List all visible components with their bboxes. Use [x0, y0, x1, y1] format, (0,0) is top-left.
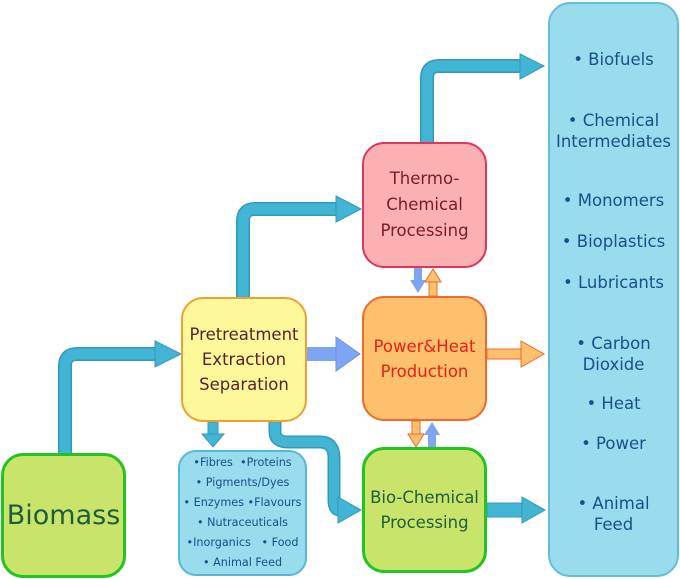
arrow-thermo-to-products	[420, 53, 546, 143]
product-line: • Bioplastics	[561, 232, 666, 251]
arrow-pretreatment-to-thermo	[236, 195, 363, 298]
product-line: • Heat	[586, 394, 641, 413]
coproducts-node: •Fibres •Proteins • Pigments/Dyes • Enzy…	[178, 450, 307, 576]
thermo-line: Chemical	[386, 195, 463, 214]
arrow-pretreatment-to-biochem	[268, 422, 363, 524]
products-node: • Biofuels • Chemical Intermediates • Mo…	[548, 2, 679, 577]
power-line: Production	[380, 361, 469, 381]
product-item: • Animal Feed	[550, 493, 677, 535]
product-line: • Power	[581, 434, 646, 453]
thermo-line: Processing	[380, 221, 469, 240]
coproduct-row: •Inorganics • Food	[186, 536, 299, 549]
pretreatment-line: Extraction	[201, 350, 287, 369]
arrow-power-to-thermo	[424, 268, 442, 297]
arrow-thermo-to-power	[410, 268, 426, 293]
product-line: Dioxide	[582, 355, 645, 374]
thermo-line: Thermo-	[389, 169, 460, 188]
product-line: Feed	[593, 515, 634, 534]
power-line: Power&Heat	[373, 336, 476, 356]
arrow-biochem-to-power	[424, 422, 440, 448]
product-item: • Lubricants	[550, 272, 677, 293]
coproduct-row: •Fibres •Proteins	[193, 456, 292, 469]
biochemical-node: Bio-Chemical Processing	[362, 447, 487, 573]
product-line: • Chemical	[567, 111, 660, 130]
product-item: • Carbon Dioxide	[550, 333, 677, 375]
product-item: • Heat	[550, 393, 677, 414]
biochem-line: Processing	[380, 513, 469, 532]
biomass-label: Biomass	[6, 500, 121, 531]
product-line: • Lubricants	[563, 273, 664, 292]
product-line: • Animal	[577, 494, 650, 513]
product-item: • Bioplastics	[550, 231, 677, 252]
coproduct-row: • Enzymes •Flavours	[183, 496, 302, 509]
product-item: • Chemical Intermediates	[550, 110, 677, 152]
product-line: • Carbon	[576, 334, 651, 353]
pretreatment-node: Pretreatment Extraction Separation	[181, 297, 307, 422]
product-line: • Biofuels	[573, 50, 654, 69]
product-line: Intermediates	[555, 132, 672, 151]
coproduct-row: • Nutraceuticals	[196, 516, 289, 529]
coproduct-row: • Animal Feed	[202, 556, 283, 569]
product-item: • Biofuels	[550, 49, 677, 70]
product-item: • Power	[550, 433, 677, 454]
pretreatment-line: Pretreatment	[189, 325, 299, 344]
arrow-pretreatment-to-coproducts	[200, 421, 226, 448]
product-item: • Monomers	[550, 190, 677, 211]
biomass-node: Biomass	[1, 453, 126, 578]
arrow-power-to-products	[486, 340, 546, 368]
arrow-biochem-to-products	[486, 496, 547, 524]
arrow-pretreatment-to-power	[307, 336, 361, 372]
biochem-line: Bio-Chemical	[370, 488, 479, 507]
product-line: • Monomers	[562, 191, 665, 210]
arrow-power-to-biochem	[407, 420, 425, 448]
pretreatment-line: Separation	[199, 375, 289, 394]
power-heat-node: Power&Heat Production	[362, 296, 487, 421]
coproduct-row: • Pigments/Dyes	[195, 476, 290, 489]
arrow-biomass-to-pretreatment	[58, 340, 183, 455]
thermochemical-node: Thermo- Chemical Processing	[362, 142, 487, 268]
